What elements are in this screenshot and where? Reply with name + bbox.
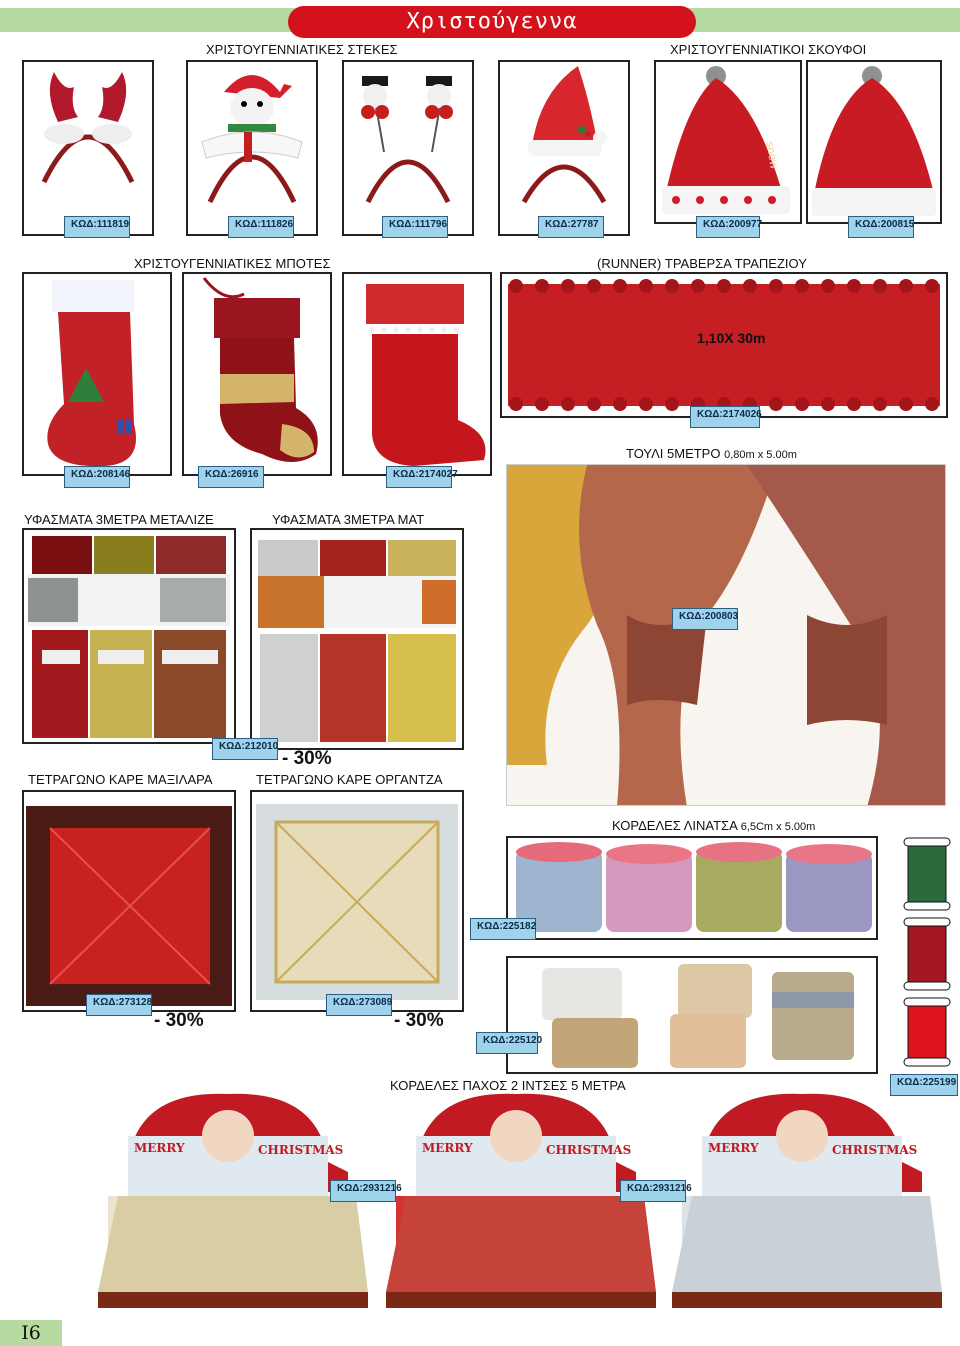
product-led-santa-hat[interactable]: snow — [654, 60, 802, 224]
code-label: ΚΩΔ:225182 — [470, 918, 536, 940]
boppers-headband-image — [361, 76, 453, 204]
tulle-image — [507, 465, 945, 805]
section-title-tulle: ΤΟΥΛΙ 5ΜΕΤΡΟ 0,80m x 5.00m — [626, 446, 797, 461]
product-organza-square[interactable] — [250, 790, 464, 1012]
red-stocking-image — [366, 284, 486, 466]
ribbon-spools — [902, 836, 952, 1068]
led-santa-hat-image: snow — [662, 66, 790, 214]
section-title-ribbons: ΚΟΡΔΕΛΕΣ ΠΑΧΟΣ 2 ΙΝΤΣΕΣ 5 ΜΕΤΡΑ — [390, 1078, 626, 1093]
section-title-burlap: ΚΟΡΔΕΛΕΣ ΛΙΝΑΤΣΑ 6,5Cm x 5.00m — [612, 818, 816, 833]
section-title-fabric-metallic: ΥΦΑΣΜΑΤΑ 3ΜΕΤΡΑ ΜΕΤΑΛΙΖΕ — [24, 512, 214, 527]
section-title-fabric-matte: ΥΦΑΣΜΑΤΑ 3ΜΕΤΡΑ ΜΑΤ — [272, 512, 425, 527]
product-display-box-red[interactable]: MERRY CHRISTMAS — [386, 1092, 656, 1314]
display-box-silver-image: MERRY CHRISTMAS — [672, 1093, 942, 1308]
page-title: Χριστούγεννα — [288, 6, 696, 38]
product-fabric-matte[interactable] — [250, 528, 464, 750]
product-santa-hat[interactable] — [806, 60, 942, 224]
antler-headband-image — [41, 72, 135, 184]
product-snowmen-boppers-headband[interactable] — [342, 60, 474, 236]
product-linen-ribbons[interactable] — [506, 956, 878, 1074]
product-santa-hat-headband[interactable] — [498, 60, 630, 236]
display-box-red-image: MERRY CHRISTMAS — [386, 1093, 656, 1308]
code-label: ΚΩΔ:26916 — [198, 466, 264, 488]
christmas-text: CHRISTMAS — [546, 1143, 631, 1157]
cushion-square-image — [26, 806, 232, 1006]
burlap-ribbons-image — [516, 842, 872, 932]
section-title-boots: ΧΡΙΣΤΟΥΓΕΝΝΙΑΤΙΚΕΣ ΜΠΟΤΕΣ — [134, 256, 331, 271]
product-felt-stocking[interactable] — [22, 272, 172, 476]
merry-text: MERRY — [708, 1141, 759, 1155]
code-label: ΚΩΔ:2931216 — [330, 1180, 402, 1202]
discount-badge: - 30% — [394, 1010, 444, 1031]
section-title-cushion: ΤΕΤΡΑΓΩΝΟ ΚΑΡΕ ΜΑΞΙΛΑΡΑ — [28, 772, 213, 787]
product-tulle-photo[interactable] — [506, 464, 946, 806]
product-burlap-ribbons[interactable] — [506, 836, 878, 940]
section-title-organza: ΤΕΤΡΑΓΩΝΟ ΚΑΡΕ ΟΡΓΑΝΤΖΑ — [256, 772, 443, 787]
section-title-hats: ΧΡΙΣΤΟΥΓΕΝΝΙΑΤΙΚΟΙ ΣΚΟΥΦΟΙ — [670, 42, 867, 57]
fabric-metallic-image — [28, 536, 230, 738]
discount-badge: - 30% — [154, 1010, 204, 1031]
product-antler-headband[interactable] — [22, 60, 154, 236]
discount-badge: - 30% — [282, 748, 332, 769]
code-label: ΚΩΔ:273089 — [326, 994, 392, 1016]
code-label: ΚΩΔ:27787 — [538, 216, 604, 238]
code-label: ΚΩΔ:200815 — [848, 216, 914, 238]
linen-ribbons-image — [542, 964, 854, 1068]
section-title-headbands: ΧΡΙΣΤΟΥΓΕΝΝΙΑΤΙΚΕΣ ΣΤΕΚΕΣ — [206, 42, 398, 57]
velvet-stocking-image — [202, 277, 318, 462]
product-snowman-headband[interactable] — [186, 60, 318, 236]
merry-text: MERRY — [134, 1141, 185, 1155]
code-label: ΚΩΔ:273128 — [86, 994, 152, 1016]
code-label: ΚΩΔ:225120 — [476, 1032, 542, 1054]
santa-hat-image — [812, 66, 936, 216]
product-display-box-gold[interactable]: MERRY CHRISTMAS — [98, 1092, 368, 1314]
runner-size-label: 1,10X 30m — [697, 330, 766, 346]
table-runner-image — [502, 274, 946, 416]
hat-print-text: snow — [763, 140, 782, 170]
product-fabric-metallic[interactable] — [22, 528, 236, 744]
fabric-matte-image — [258, 540, 456, 742]
product-cushion-square[interactable] — [22, 790, 236, 1012]
code-label: ΚΩΔ:111826 — [228, 216, 294, 238]
code-label: ΚΩΔ:2174027 — [386, 466, 458, 488]
organza-square-image — [256, 804, 458, 1000]
page-number: I6 — [0, 1320, 62, 1346]
code-label: ΚΩΔ:212010 — [212, 738, 278, 760]
product-red-stocking[interactable] — [342, 272, 492, 476]
code-label: ΚΩΔ:200803 — [672, 608, 738, 630]
code-label: ΚΩΔ:225199 — [890, 1074, 958, 1096]
product-display-box-silver[interactable]: MERRY CHRISTMAS — [672, 1092, 942, 1314]
felt-stocking-image — [47, 280, 136, 467]
christmas-text: CHRISTMAS — [832, 1143, 917, 1157]
snowman-headband-image — [201, 75, 303, 204]
code-label: ΚΩΔ:111819 — [64, 216, 130, 238]
merry-text: MERRY — [422, 1141, 473, 1155]
code-label: ΚΩΔ:2174026 — [690, 406, 762, 428]
code-label: ΚΩΔ:208146 — [64, 466, 130, 488]
code-label: ΚΩΔ:200977 — [696, 216, 762, 238]
ribbon-spools-image — [903, 837, 951, 1067]
christmas-text: CHRISTMAS — [258, 1143, 343, 1157]
code-label: ΚΩΔ:2931216 — [620, 1180, 692, 1202]
section-title-runner: (RUNNER) ΤΡΑΒΕΡΣΑ ΤΡΑΠΕΖΙΟΥ — [597, 256, 807, 271]
code-label: ΚΩΔ:111796 — [382, 216, 448, 238]
display-box-gold-image: MERRY CHRISTMAS — [98, 1093, 368, 1308]
hat-headband-image — [521, 66, 607, 204]
product-velvet-stocking[interactable] — [182, 272, 332, 476]
product-table-runner[interactable] — [500, 272, 948, 418]
